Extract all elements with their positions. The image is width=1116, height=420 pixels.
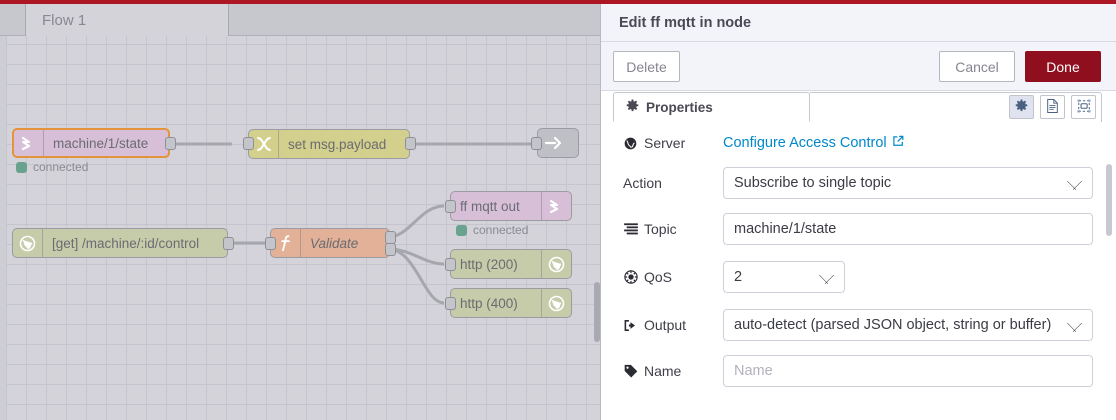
topic-label-text: Topic — [644, 221, 677, 237]
dialog-toolbar: Delete Cancel Done — [601, 42, 1116, 91]
node-function-output-port-2[interactable] — [385, 243, 396, 256]
output-arrow-icon — [623, 319, 638, 332]
dialog-vertical-scrollbar[interactable] — [1106, 164, 1112, 236]
flow-canvas[interactable]: machine/1/state connected set msg.payloa… — [0, 36, 600, 420]
globe-icon — [623, 137, 638, 150]
dialog-title: Edit ff mqtt in node — [619, 14, 752, 31]
action-label-text: Action — [623, 175, 662, 191]
dialog-tab-bar: Properties — [613, 92, 1102, 122]
description-icon-button[interactable] — [1040, 95, 1065, 119]
node-label: http (200) — [460, 256, 518, 272]
node-mqtt-out-status: connected — [456, 223, 528, 237]
node-mqtt-in-status: connected — [16, 160, 88, 174]
dialog-header: Edit ff mqtt in node — [601, 4, 1116, 42]
gear-icon — [1015, 99, 1028, 115]
flow-editor-pane: Flow 1 — [0, 4, 600, 420]
change-icon — [249, 130, 279, 158]
node-debug[interactable] — [537, 128, 579, 158]
node-change[interactable]: set msg.payload — [248, 129, 410, 159]
status-label: connected — [33, 160, 89, 174]
qos-select[interactable]: 012 — [723, 261, 845, 293]
document-icon — [1046, 98, 1059, 116]
node-debug-input-port[interactable] — [531, 137, 542, 150]
delete-button[interactable]: Delete — [613, 51, 680, 82]
status-dot — [16, 161, 27, 173]
node-label: machine/1/state — [53, 135, 149, 151]
node-http-response-400-input-port[interactable] — [445, 297, 456, 310]
mqtt-icon — [14, 130, 44, 156]
node-label: ff mqtt out — [460, 198, 520, 214]
mqtt-icon — [541, 192, 571, 220]
canvas-gutter — [0, 36, 6, 420]
field-row-output: Output auto-detect (parsed JSON object, … — [623, 308, 1093, 342]
node-http-in-output-port[interactable] — [223, 237, 234, 250]
done-button[interactable]: Done — [1025, 51, 1101, 82]
qos-label: QoS — [623, 269, 723, 285]
node-http-in[interactable]: [get] /machine/:id/control — [12, 228, 228, 258]
node-mqtt-out[interactable]: ff mqtt out — [450, 191, 572, 221]
configure-access-control-text: Configure Access Control — [723, 135, 887, 151]
cancel-button[interactable]: Cancel — [939, 51, 1015, 82]
field-row-name: Name — [623, 354, 1093, 388]
tag-icon — [623, 364, 638, 378]
function-icon — [271, 229, 301, 257]
node-http-response-200[interactable]: http (200) — [450, 249, 572, 279]
list-icon — [623, 223, 638, 235]
node-mqtt-out-input-port[interactable] — [445, 200, 456, 213]
name-input[interactable] — [723, 355, 1093, 387]
edit-node-dialog: Edit ff mqtt in node Delete Cancel Done … — [600, 4, 1116, 420]
status-label: connected — [473, 223, 529, 237]
tab-properties[interactable]: Properties — [613, 92, 810, 122]
node-function[interactable]: Validate — [270, 228, 390, 258]
node-mqtt-in[interactable]: machine/1/state — [12, 128, 170, 158]
globe-icon — [541, 250, 571, 278]
flow-tab-label: Flow 1 — [42, 11, 87, 29]
node-label: Validate — [310, 235, 359, 251]
qos-label-text: QoS — [644, 269, 673, 285]
field-row-qos: QoS 012 — [623, 260, 1093, 294]
field-row-topic: Topic — [623, 212, 1093, 246]
properties-icon-button[interactable] — [1009, 95, 1034, 119]
node-function-input-port[interactable] — [265, 237, 276, 250]
node-mqtt-in-output-port[interactable] — [165, 137, 176, 150]
output-label-text: Output — [644, 317, 687, 333]
action-select[interactable]: Subscribe to single topicSubscribe to mu… — [723, 167, 1093, 199]
debug-icon — [538, 129, 567, 157]
node-appearance-icon — [1077, 99, 1091, 116]
qos-icon — [623, 270, 638, 284]
server-label: Server — [623, 135, 723, 151]
action-label: Action — [623, 175, 723, 191]
node-label: set msg.payload — [288, 136, 387, 152]
topic-label: Topic — [623, 221, 723, 237]
globe-icon — [13, 229, 43, 257]
external-link-icon — [892, 135, 904, 151]
node-http-response-400[interactable]: http (400) — [450, 288, 572, 318]
node-change-input-port[interactable] — [243, 137, 254, 150]
configure-access-control-link[interactable]: Configure Access Control — [723, 135, 904, 151]
properties-form: Server Configure Access Control — [601, 124, 1116, 420]
topic-input[interactable] — [723, 213, 1093, 245]
node-change-output-port[interactable] — [405, 137, 416, 150]
flow-tab-bar: Flow 1 — [0, 4, 600, 36]
status-dot — [456, 224, 467, 236]
field-row-server: Server Configure Access Control — [623, 126, 1093, 160]
node-label: http (400) — [460, 295, 518, 311]
node-http-response-200-input-port[interactable] — [445, 258, 456, 271]
flow-tab-flow-1[interactable]: Flow 1 — [25, 4, 229, 36]
output-label: Output — [623, 317, 723, 333]
output-select[interactable]: auto-detect (parsed JSON object, string … — [723, 309, 1093, 341]
name-label-text: Name — [644, 363, 682, 379]
field-row-action: Action Subscribe to single topicSubscrib… — [623, 166, 1093, 200]
app-accent-bar — [0, 0, 1116, 4]
tab-properties-label: Properties — [646, 99, 713, 115]
appearance-icon-button[interactable] — [1071, 95, 1096, 119]
server-label-text: Server — [644, 135, 686, 151]
canvas-vertical-scrollbar[interactable] — [594, 282, 600, 342]
gear-icon — [626, 99, 639, 115]
name-label: Name — [623, 363, 723, 379]
node-label: [get] /machine/:id/control — [52, 235, 200, 251]
globe-icon — [541, 289, 571, 317]
